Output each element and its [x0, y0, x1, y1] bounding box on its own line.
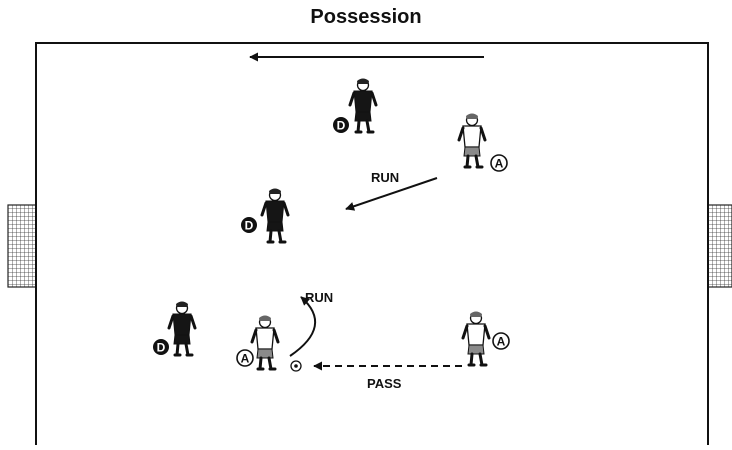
defender-badge-bottom-left: D	[153, 339, 169, 355]
field-boundary	[35, 42, 709, 445]
diagram-title: Possession	[310, 6, 422, 28]
right-goal-net	[707, 204, 732, 288]
run-label-1: RUN	[371, 170, 399, 185]
svg-text:A: A	[497, 335, 506, 349]
run-arrow-curved	[289, 296, 317, 357]
run-label-2: RUN	[305, 290, 333, 305]
svg-text:A: A	[241, 352, 250, 366]
defender-player-middle	[260, 187, 290, 244]
run-arrow-diagonal	[345, 177, 438, 211]
svg-text:D: D	[337, 119, 346, 133]
svg-text:D: D	[157, 341, 166, 355]
defender-badge-middle: D	[241, 217, 257, 233]
ball-icon	[290, 360, 302, 372]
defender-badge-top: D	[333, 117, 349, 133]
svg-text:D: D	[245, 219, 254, 233]
svg-text:A: A	[495, 157, 504, 171]
attacker-player-ball-carrier	[250, 314, 280, 371]
attacker-badge-bottom-right: A	[492, 332, 510, 350]
attacker-badge-ball-carrier: A	[236, 349, 254, 367]
attacker-player-top-right	[457, 112, 487, 169]
pass-label: PASS	[367, 376, 402, 391]
defender-player-bottom-left	[167, 300, 197, 357]
attacker-player-bottom-right	[461, 310, 491, 367]
left-goal-net	[7, 204, 37, 288]
defender-player-top	[348, 77, 378, 134]
attacker-badge-top-right: A	[490, 154, 508, 172]
